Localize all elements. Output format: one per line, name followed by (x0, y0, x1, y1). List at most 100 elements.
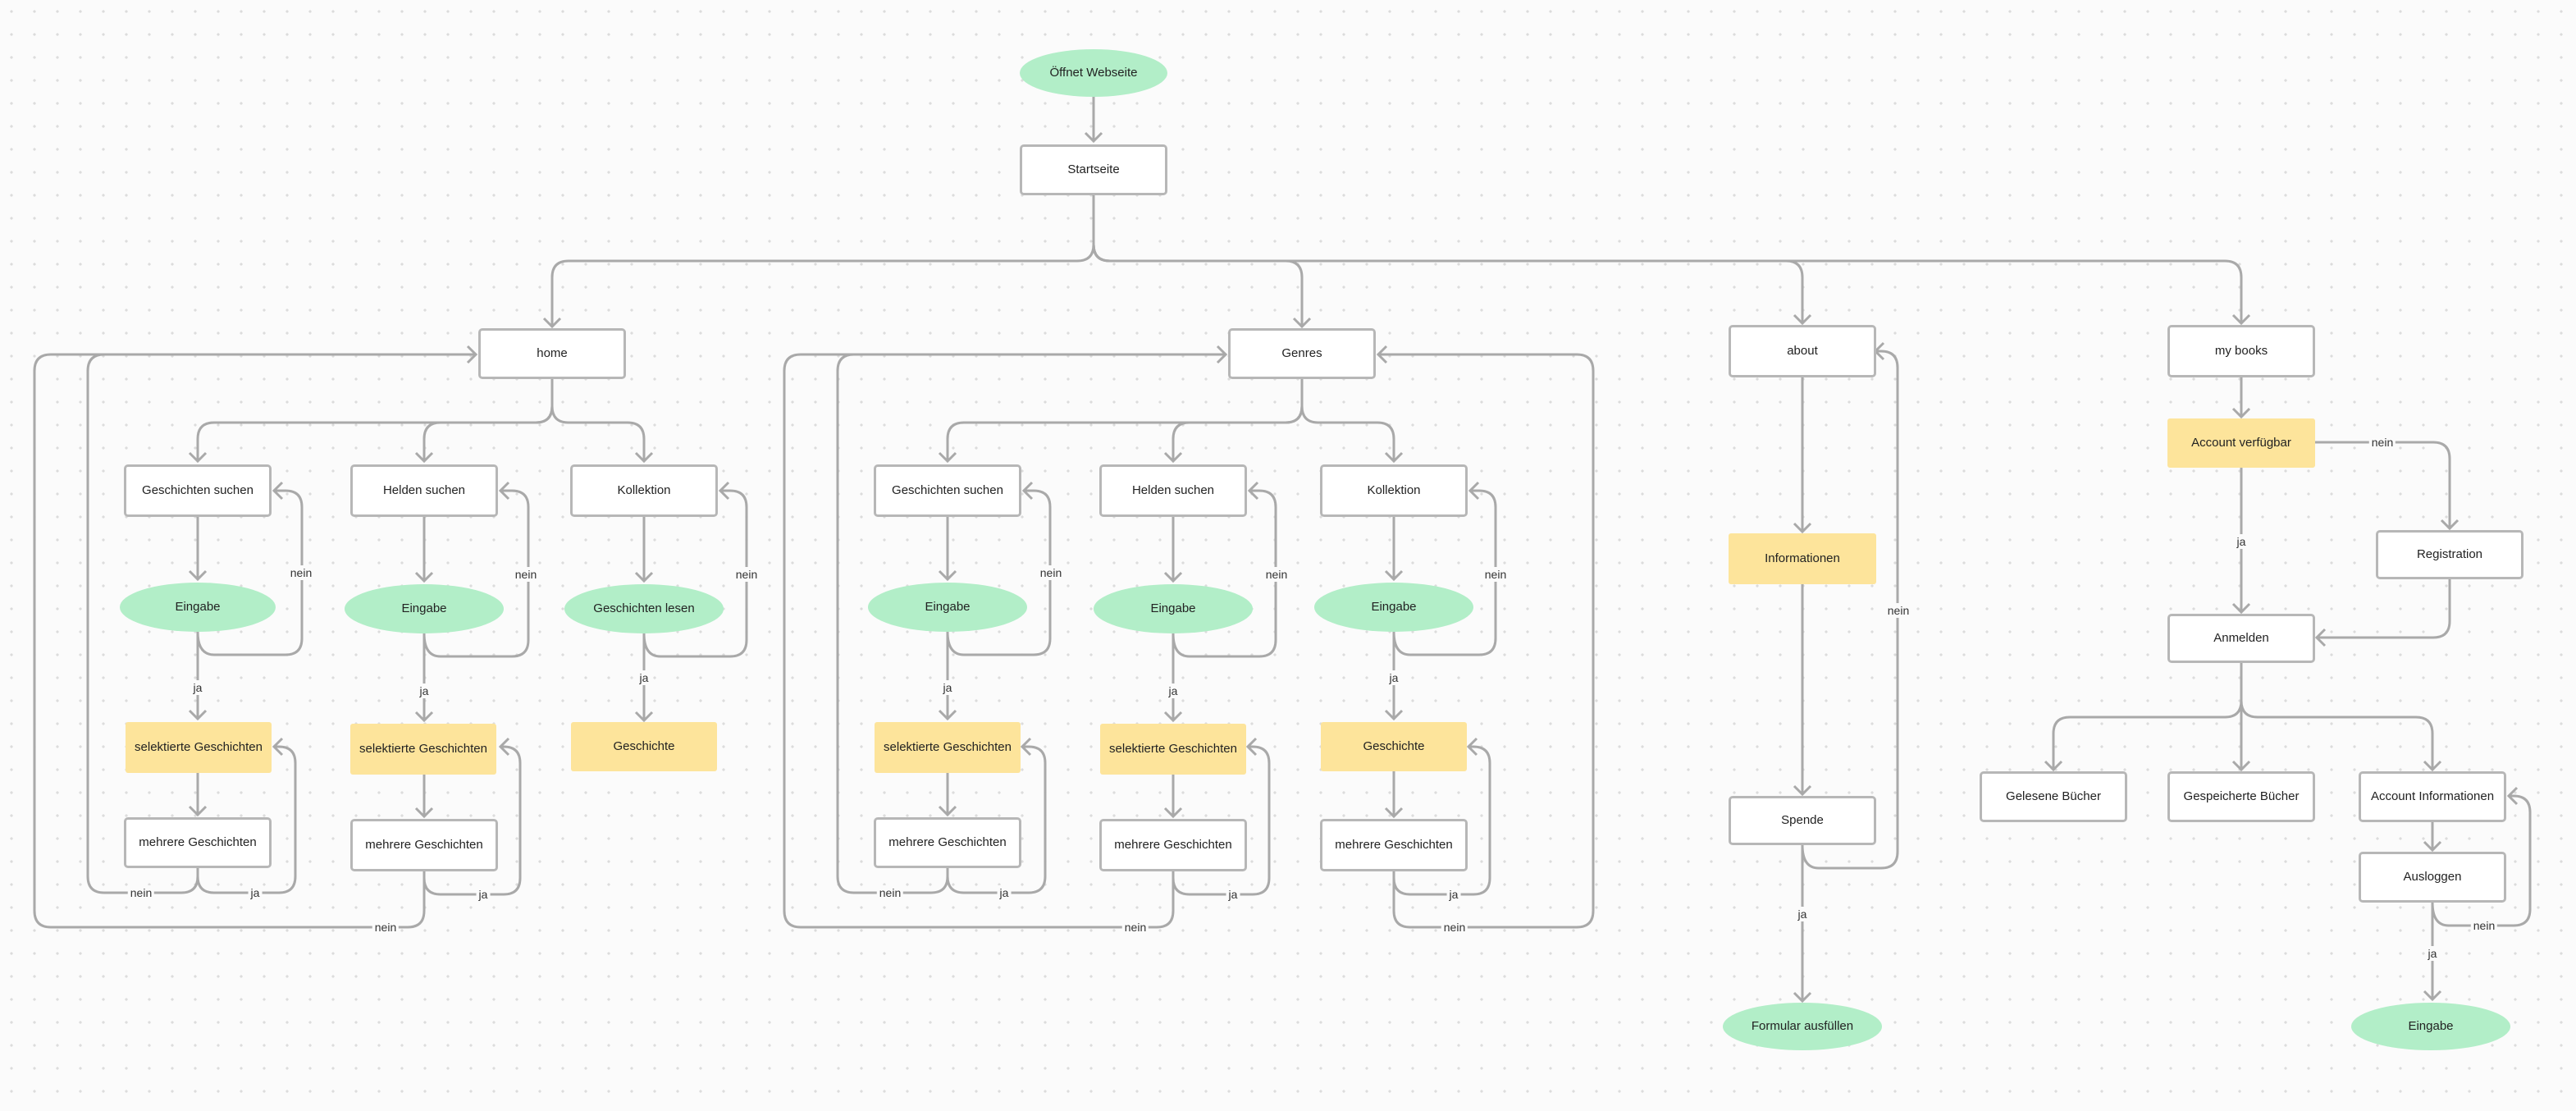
edge (188, 379, 554, 464)
edge (938, 632, 957, 721)
edge (2231, 377, 2251, 419)
account-verfuegbar-node: Account verfügbar (2167, 418, 2315, 468)
genres-eingabe-node-3: Eingabe (1314, 583, 1473, 632)
edge-label-ja: ja (1166, 684, 1181, 698)
edge-label-ja: ja (417, 684, 432, 698)
gespeicherte-buecher-node: Gespeicherte Bücher (2167, 771, 2315, 822)
edge-label-nein: nein (512, 567, 540, 582)
edge (2314, 579, 2451, 647)
edge (1300, 379, 1404, 464)
start-node: Öffnet Webseite (1020, 49, 1167, 97)
edge-label-nein: nein (127, 885, 155, 900)
edge (414, 633, 434, 723)
genres-geschichte-node: Geschichte (1321, 722, 1467, 771)
edge (1392, 737, 1491, 896)
edge-label-nein: nein (1884, 603, 1912, 618)
edge-label-ja: ja (248, 885, 263, 900)
edge (414, 379, 554, 464)
edge-label-nein: nein (372, 920, 400, 935)
edge (2044, 663, 2243, 772)
gelesene-buecher-node: Gelesene Bücher (1980, 771, 2127, 822)
edge-label-nein: nein (1263, 567, 1290, 582)
home-eingabe-node-2: Eingabe (345, 584, 504, 633)
edge (946, 481, 1052, 656)
genres-selektierte-geschichten-node-2: selektierte Geschichten (1100, 724, 1246, 775)
about-node: about (1729, 325, 1876, 377)
edge-label-ja: ja (997, 885, 1012, 900)
edge (188, 632, 208, 721)
ausloggen-node: Ausloggen (2359, 852, 2506, 903)
edge (550, 379, 654, 464)
mybooks-node: my books (2167, 325, 2315, 377)
edge (33, 353, 476, 929)
edge (1376, 345, 1595, 929)
edge (642, 481, 748, 658)
informationen-node: Informationen (1729, 533, 1876, 584)
edge-label-nein: nein (1482, 567, 1510, 582)
edge (422, 737, 522, 896)
home-geschichten-lesen-node: Geschichten lesen (564, 584, 724, 633)
edge-label-nein: nein (1121, 920, 1149, 935)
edge (1384, 771, 1404, 819)
edge-label-nein: nein (2470, 918, 2498, 933)
home-eingabe-node-1: Eingabe (120, 583, 276, 632)
edge (1793, 584, 1812, 797)
edge (1384, 517, 1404, 582)
genres-helden-suchen-node: Helden suchen (1099, 464, 1247, 517)
edge (1172, 737, 1271, 896)
edge (196, 737, 297, 894)
home-geschichten-suchen-node: Geschichten suchen (124, 464, 272, 517)
edge-label-ja: ja (1795, 907, 1810, 921)
edge (1163, 379, 1304, 464)
edge-label-nein: nein (1037, 565, 1065, 580)
genres-selektierte-geschichten-node-1: selektierte Geschichten (875, 722, 1021, 773)
edge-label-ja: ja (2425, 946, 2440, 961)
formular-node: Formular ausfüllen (1723, 1003, 1882, 1050)
mybooks-eingabe-node: Eingabe (2351, 1003, 2510, 1050)
edge (1163, 517, 1183, 583)
edge (414, 517, 434, 583)
genres-mehrere-geschichten-node-1: mehrere Geschichten (874, 817, 1021, 868)
startseite-node: Startseite (1020, 144, 1167, 195)
edge (188, 517, 208, 582)
spende-node: Spende (1729, 796, 1876, 845)
home-node: home (478, 328, 626, 379)
edge (938, 517, 957, 582)
edge (1163, 775, 1183, 819)
edge (2315, 441, 2460, 531)
edge-label-ja: ja (2234, 534, 2249, 549)
edge (1801, 341, 1899, 870)
edge (938, 379, 1304, 464)
edge-label-ja: ja (637, 670, 651, 685)
home-mehrere-geschichten-node-2: mehrere Geschichten (350, 819, 498, 871)
home-selektierte-geschichten-node-2: selektierte Geschichten (350, 724, 496, 775)
genres-kollektion-node: Kollektion (1320, 464, 1468, 517)
edge-label-ja: ja (940, 680, 955, 695)
genres-eingabe-node-2: Eingabe (1094, 584, 1253, 633)
genres-node: Genres (1228, 328, 1376, 379)
edge-label-nein: nein (287, 565, 315, 580)
edge-label-nein: nein (733, 567, 760, 582)
home-mehrere-geschichten-node-1: mehrere Geschichten (124, 817, 272, 868)
registration-node: Registration (2376, 530, 2523, 579)
edge (783, 353, 1226, 929)
edge-label-ja: ja (190, 680, 205, 695)
edge (1163, 633, 1183, 723)
edge-label-ja: ja (1446, 887, 1461, 902)
account-informationen-node: Account Informationen (2359, 771, 2506, 822)
edge-label-ja: ja (1386, 670, 1401, 685)
edge (1172, 481, 1277, 658)
home-kollektion-node: Kollektion (570, 464, 718, 517)
edge (1392, 481, 1497, 656)
anmelden-node: Anmelden (2167, 614, 2315, 663)
edge (2423, 822, 2442, 853)
edge (414, 775, 434, 819)
edge (938, 773, 957, 817)
edge-label-nein: nein (1441, 920, 1468, 935)
edge-label-ja: ja (1226, 887, 1240, 902)
edge-label-nein: nein (2368, 435, 2396, 450)
home-helden-suchen-node: Helden suchen (350, 464, 498, 517)
edge (196, 481, 304, 656)
